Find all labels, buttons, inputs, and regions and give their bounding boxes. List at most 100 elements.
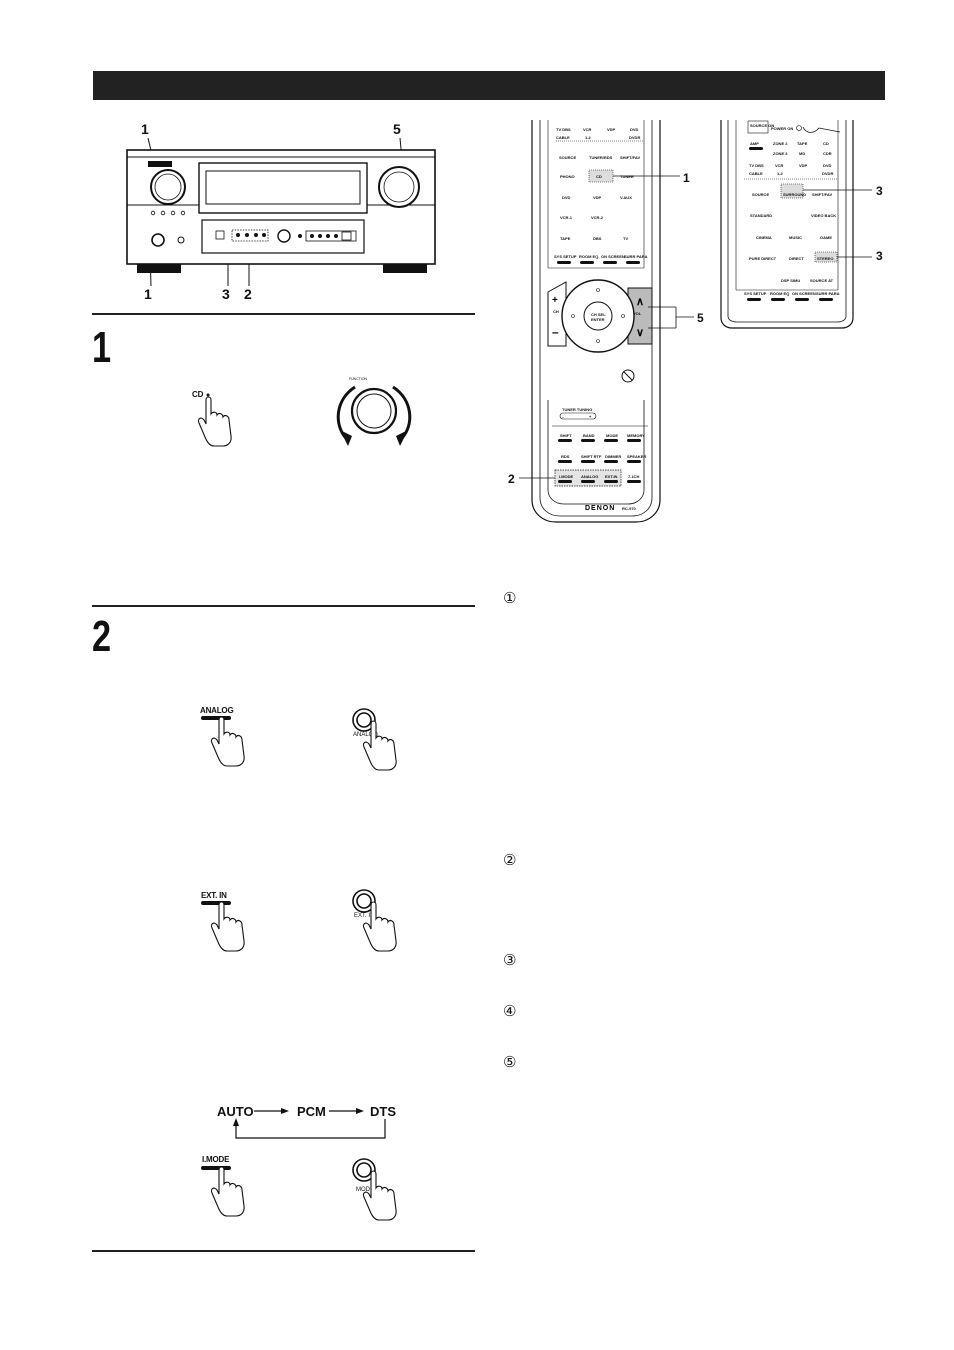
remote-label: PHONO xyxy=(560,174,575,179)
remote-label: SOURCE AT xyxy=(810,278,834,283)
sequence-dts: DTS xyxy=(370,1104,396,1119)
remote-label: DVD xyxy=(823,163,832,168)
ch-plus-icon: + xyxy=(552,295,558,306)
remote-label: CABLE xyxy=(556,135,570,140)
remote-label: MODE xyxy=(606,433,618,438)
remote-label: SURROUND xyxy=(783,192,806,197)
remote-label: 1-2 xyxy=(585,135,592,140)
remote-label: SOURCE xyxy=(559,155,576,160)
remote-label: SHIFT/FAV xyxy=(620,155,640,160)
remote-label: TV xyxy=(623,236,628,241)
remote-label: MEMORY xyxy=(627,433,645,438)
remote-label: RC-970 xyxy=(622,506,637,511)
remote-label: I.MODE xyxy=(559,474,574,479)
remote-label: DVD xyxy=(630,127,639,132)
remote-label: POWER ON xyxy=(771,126,793,131)
remote-label: SOURCE ON xyxy=(750,123,774,128)
remote-label: EXT.IN xyxy=(605,474,618,479)
remote-label: DVDR xyxy=(629,135,640,140)
remote-label: VCR xyxy=(775,163,784,168)
remote-label: DIMMER xyxy=(605,454,621,459)
remote-label: CH xyxy=(553,309,559,314)
divider-rule xyxy=(92,313,475,315)
remote-label: SYS SETUP xyxy=(744,291,767,296)
remote-label: PURE DIRECT xyxy=(749,256,777,261)
remote-label: SURR PARA xyxy=(624,254,648,259)
remote-label: VCR-2 xyxy=(591,215,604,220)
note-marker-3: ③ xyxy=(503,951,517,969)
extin-knob-label: EXT. IN xyxy=(354,913,375,919)
remote-label: SURR PARA xyxy=(816,291,840,296)
remote-label: DVD xyxy=(562,195,571,200)
remote-label: ANALOG xyxy=(581,474,598,479)
analog-knob-label: ANALOG xyxy=(353,732,379,738)
step-2-number: 2 xyxy=(92,612,112,661)
remote-label: VOL xyxy=(633,311,642,316)
remote-label: 1-2 xyxy=(777,171,784,176)
extin-button-label: EXT. IN xyxy=(201,891,227,900)
remote-label: V.AUX xyxy=(620,195,632,200)
remote-label: MUSIC xyxy=(789,235,802,240)
note-marker-1: ① xyxy=(503,589,517,607)
remote-label: TV DBS xyxy=(749,163,764,168)
divider-rule xyxy=(92,605,475,607)
callout-1-bottom: 1 xyxy=(144,286,152,302)
remote-label: GAME xyxy=(820,235,832,240)
remote-label: ZONE 3 xyxy=(773,151,788,156)
remote-label: ON SCREEN xyxy=(792,291,816,296)
vol-up-icon: ∧ xyxy=(636,296,644,308)
remote-callout-2: 2 xyxy=(508,472,515,486)
remote-label: VCR xyxy=(583,127,592,132)
svg-text:+: + xyxy=(589,414,592,419)
power-icon xyxy=(796,125,802,131)
remote-label: CD xyxy=(596,174,602,179)
mode-knob-label: MODE xyxy=(356,1187,374,1193)
cd-button-label: CD xyxy=(192,390,204,399)
function-knob-label: FUNCTION xyxy=(349,377,368,381)
function-knob-icon xyxy=(336,385,412,446)
remote-label: ROOM EQ xyxy=(770,291,789,296)
remote2-callout-3a: 3 xyxy=(876,184,883,198)
remote-label: SYS SETUP xyxy=(554,254,577,259)
remote-label: ROOM EQ xyxy=(579,254,598,259)
note-marker-4: ④ xyxy=(503,1002,517,1020)
remote-label: MD xyxy=(799,151,805,156)
remote-label: SPEAKER xyxy=(627,454,646,459)
remote-label: CD xyxy=(823,141,829,146)
remote-label: SOURCE xyxy=(752,192,769,197)
callout-1-top: 1 xyxy=(141,121,149,137)
remote-label: VDP xyxy=(593,195,602,200)
remote-label: SHIFT/FAV xyxy=(812,192,832,197)
remote-callout-5: 5 xyxy=(697,311,704,325)
remote-label: ENTER xyxy=(591,317,605,322)
remote-label: ZONE 2 xyxy=(773,141,788,146)
callout-3-bottom: 3 xyxy=(222,286,230,302)
remote-label: 7.1CH xyxy=(628,474,639,479)
sequence-auto: AUTO xyxy=(217,1104,254,1119)
divider-rule xyxy=(92,1250,475,1252)
remote-label: VIDEO BACK xyxy=(811,213,836,218)
remote-brand-logo: DENON xyxy=(585,505,615,512)
remote-label: CDR xyxy=(823,151,832,156)
remote-label: TAPE xyxy=(797,141,808,146)
hand-press-icon xyxy=(197,393,232,447)
section-header-bar xyxy=(93,71,885,100)
imode-button-label: I.MODE xyxy=(202,1155,230,1164)
remote-label: TUNER xyxy=(620,174,634,179)
callout-2-bottom: 2 xyxy=(244,286,252,302)
remote-label: CABLE xyxy=(749,171,763,176)
svg-text:–: – xyxy=(562,414,565,419)
remote-label: ON SCREEN xyxy=(601,254,625,259)
remote-label: TAPE xyxy=(560,236,571,241)
remote-label: AMP xyxy=(750,141,759,146)
remote-label: STANDARD xyxy=(750,213,772,218)
ch-minus-icon: – xyxy=(552,325,559,339)
remote-label: STEREO xyxy=(817,256,833,261)
remote-callout-1: 1 xyxy=(683,171,690,185)
vol-down-icon: ∨ xyxy=(636,327,644,339)
